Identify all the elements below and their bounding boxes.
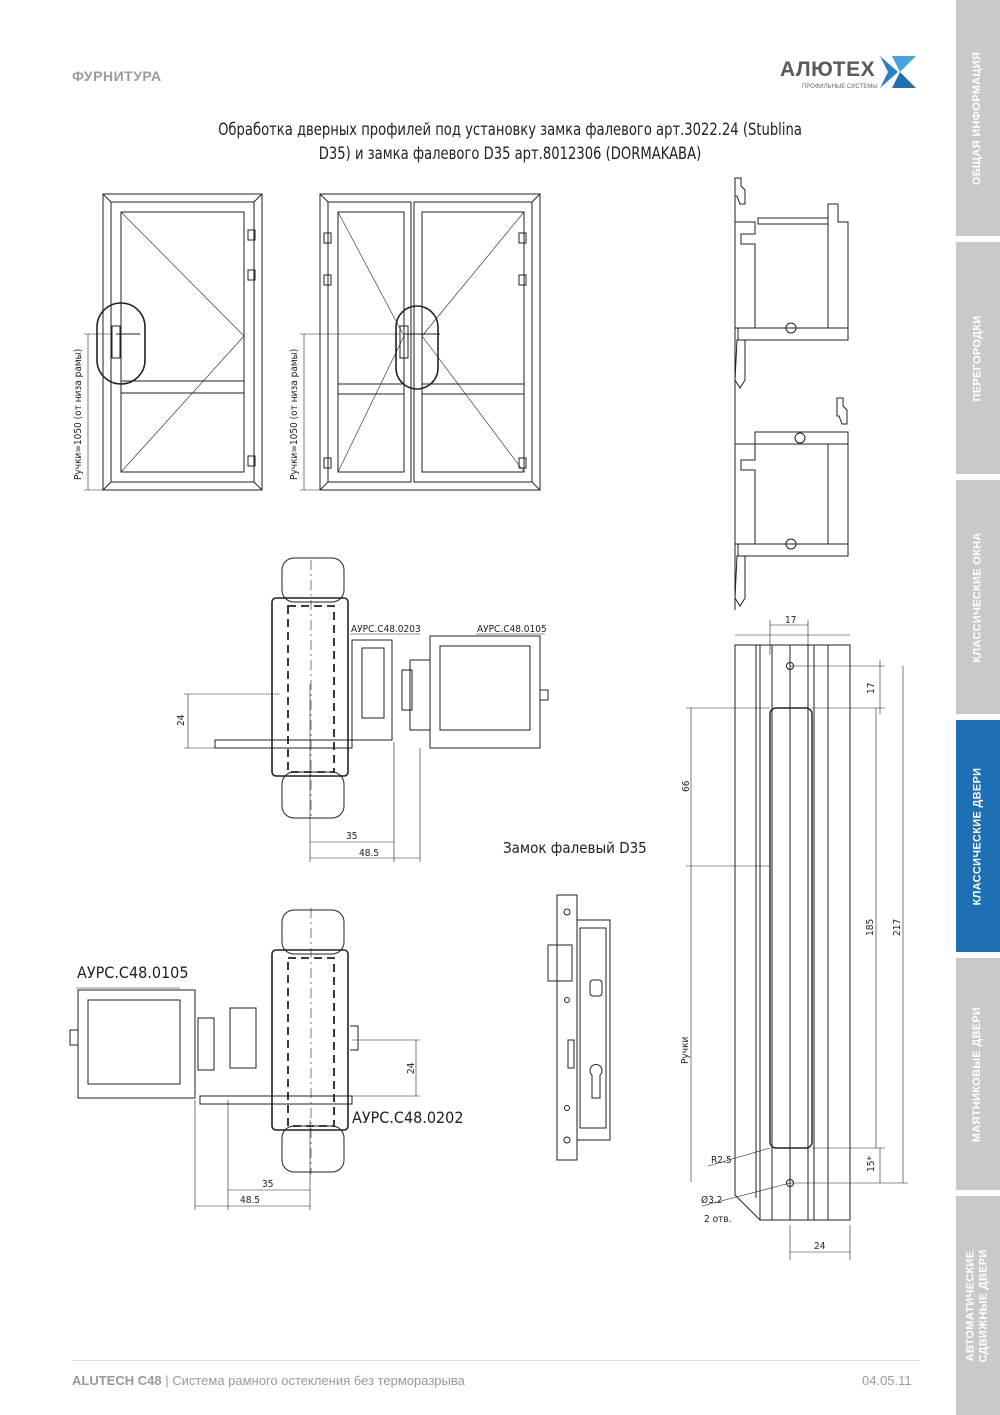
handle-height-label-2: Ручки=1050 (от низа рамы) (289, 349, 300, 480)
dim-side-24-bottom: 24 (814, 1241, 826, 1252)
dim-bottom-35: 35 (262, 1179, 273, 1190)
technical-drawing: Ручки=1050 (от низа рамы) Ручки=1050 (от… (69, 177, 908, 1260)
dim-top-485: 48.5 (359, 848, 379, 859)
footer-brand: ALUTECH C48 (72, 1373, 162, 1388)
section-label: ФУРНИТУРА (72, 68, 162, 84)
tab-label: КЛАССИЧЕСКИЕ ОКНА (971, 531, 984, 663)
title-line-1: Обработка дверных профилей под установку… (218, 120, 802, 140)
tab-classic-doors[interactable]: КЛАССИЧЕСКИЕ ДВЕРИ (956, 720, 1000, 952)
document-title: Обработка дверных профилей под установку… (200, 118, 819, 166)
logo-name: АЛЮТЕХ (780, 58, 876, 81)
profile-label-0105-top: АУРС.С48.0105 (477, 624, 547, 635)
profile-label-0202: АУРС.С48.0202 (352, 1108, 463, 1127)
profile-label-0203: АУРС.С48.0203 (351, 624, 421, 635)
diameter-label: Ø3.2 (701, 1194, 722, 1206)
tab-partitions[interactable]: ПЕРЕГОРОДКИ (956, 242, 1000, 474)
dim-side-17-top: 17 (785, 615, 796, 626)
tab-label-line-1: АВТОМАТИЧЕСКИЕ (965, 1250, 977, 1361)
dim-side-15: 15* (866, 1156, 877, 1172)
dim-side-217: 217 (892, 919, 903, 936)
tab-classic-windows[interactable]: КЛАССИЧЕСКИЕ ОКНА (956, 480, 1000, 714)
dim-top-24: 24 (176, 714, 187, 726)
handles-axis-label: Ручки (680, 1037, 691, 1064)
profile-label-0105-bottom: АУРС.С48.0105 (77, 963, 188, 982)
footer-divider (72, 1360, 920, 1361)
footer-separator: | (161, 1373, 173, 1388)
holes-label: 2 отв. (704, 1214, 731, 1225)
title-line-2: D35) и замка фалевого D35 арт.8012306 (D… (318, 144, 702, 164)
dim-bottom-24: 24 (406, 1062, 417, 1074)
footer-system-name: Система рамного остекления без терморазр… (172, 1373, 465, 1388)
dim-bottom-485: 48.5 (240, 1195, 260, 1206)
dim-top-35: 35 (346, 831, 357, 842)
lock-caption: Замок фалевый D35 (503, 839, 647, 857)
dim-side-17-right: 17 (866, 683, 877, 694)
handle-height-label-1: Ручки=1050 (от низа рамы) (73, 349, 84, 480)
dim-side-185: 185 (865, 919, 876, 936)
tab-label: ПЕРЕГОРОДКИ (971, 315, 984, 401)
profile-section-top (734, 177, 849, 610)
dim-side-66: 66 (681, 780, 692, 792)
logo-mark-icon (880, 56, 916, 88)
double-door-elevation (300, 193, 541, 491)
horizontal-section-top (184, 557, 549, 862)
logo-subtitle: ПРОФИЛЬНЫЕ СИСТЕМЫ (802, 84, 878, 90)
horizontal-section-bottom (69, 908, 420, 1210)
tab-pendulum-doors[interactable]: МАЯТНИКОВЫЕ ДВЕРИ (956, 958, 1000, 1190)
single-door-elevation (84, 193, 263, 491)
tab-label: КЛАССИЧЕСКИЕ ДВЕРИ (971, 767, 984, 905)
page-number: 04.05.11 (862, 1373, 912, 1388)
profile-section-mid (734, 397, 849, 607)
lock-body (547, 894, 611, 1161)
tab-label-line-2: СДВИЖНЫЕ ДВЕРИ (978, 1248, 990, 1363)
section-sidebar: ОБЩАЯ ИНФОРМАЦИЯ ПЕРЕГОРОДКИ КЛАССИЧЕСКИ… (956, 0, 1000, 1415)
profile-elevation (686, 620, 908, 1260)
tab-label: МАЯТНИКОВЫЕ ДВЕРИ (971, 1006, 984, 1142)
tab-label: ОБЩАЯ ИНФОРМАЦИЯ (971, 51, 984, 185)
footer-system: ALUTECH C48 | Система рамного остекления… (72, 1373, 465, 1388)
company-logo: АЛЮТЕХ ПРОФИЛЬНЫЕ СИСТЕМЫ (780, 52, 920, 96)
radius-label: R2.5 (711, 1155, 732, 1166)
tab-general-info[interactable]: ОБЩАЯ ИНФОРМАЦИЯ (956, 0, 1000, 236)
